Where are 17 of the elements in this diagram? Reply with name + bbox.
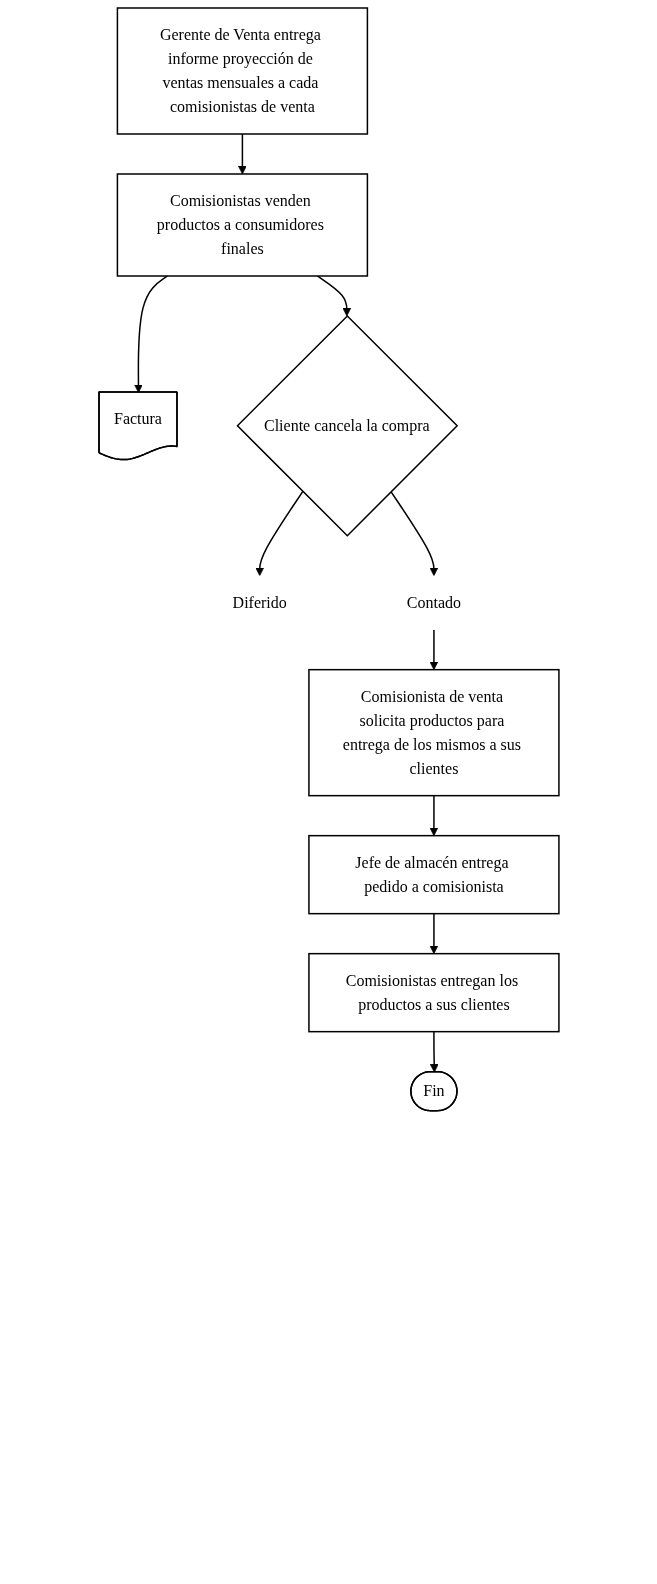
- arrow: [254, 490, 303, 577]
- arrow: [316, 275, 351, 317]
- node-box: Jefe de almacén entrega pedido a comisionista: [307, 834, 560, 915]
- node-box: Comisionistas entregan los productos a sus clientes: [307, 952, 560, 1033]
- arrow: [429, 912, 438, 955]
- arrow: [133, 275, 168, 393]
- node-text: Diferido: [232, 593, 287, 611]
- arrow: [429, 1030, 439, 1073]
- arrow: [389, 490, 438, 577]
- arrow: [237, 133, 247, 175]
- arrow: [429, 794, 438, 837]
- node-box: Comisionista de venta solicita productos para entrega de los mismos a sus clientes: [307, 668, 560, 797]
- arrow: [429, 628, 438, 671]
- node-box: Gerente de Venta entrega informe proyección de ventas mensuales a cada comisionistas de venta: [116, 7, 368, 135]
- node-text: Contado: [406, 593, 461, 611]
- node-diamond: Cliente cancela la compra: [235, 314, 458, 537]
- node-box: Comisionistas venden productos a consumidores finales: [116, 173, 368, 277]
